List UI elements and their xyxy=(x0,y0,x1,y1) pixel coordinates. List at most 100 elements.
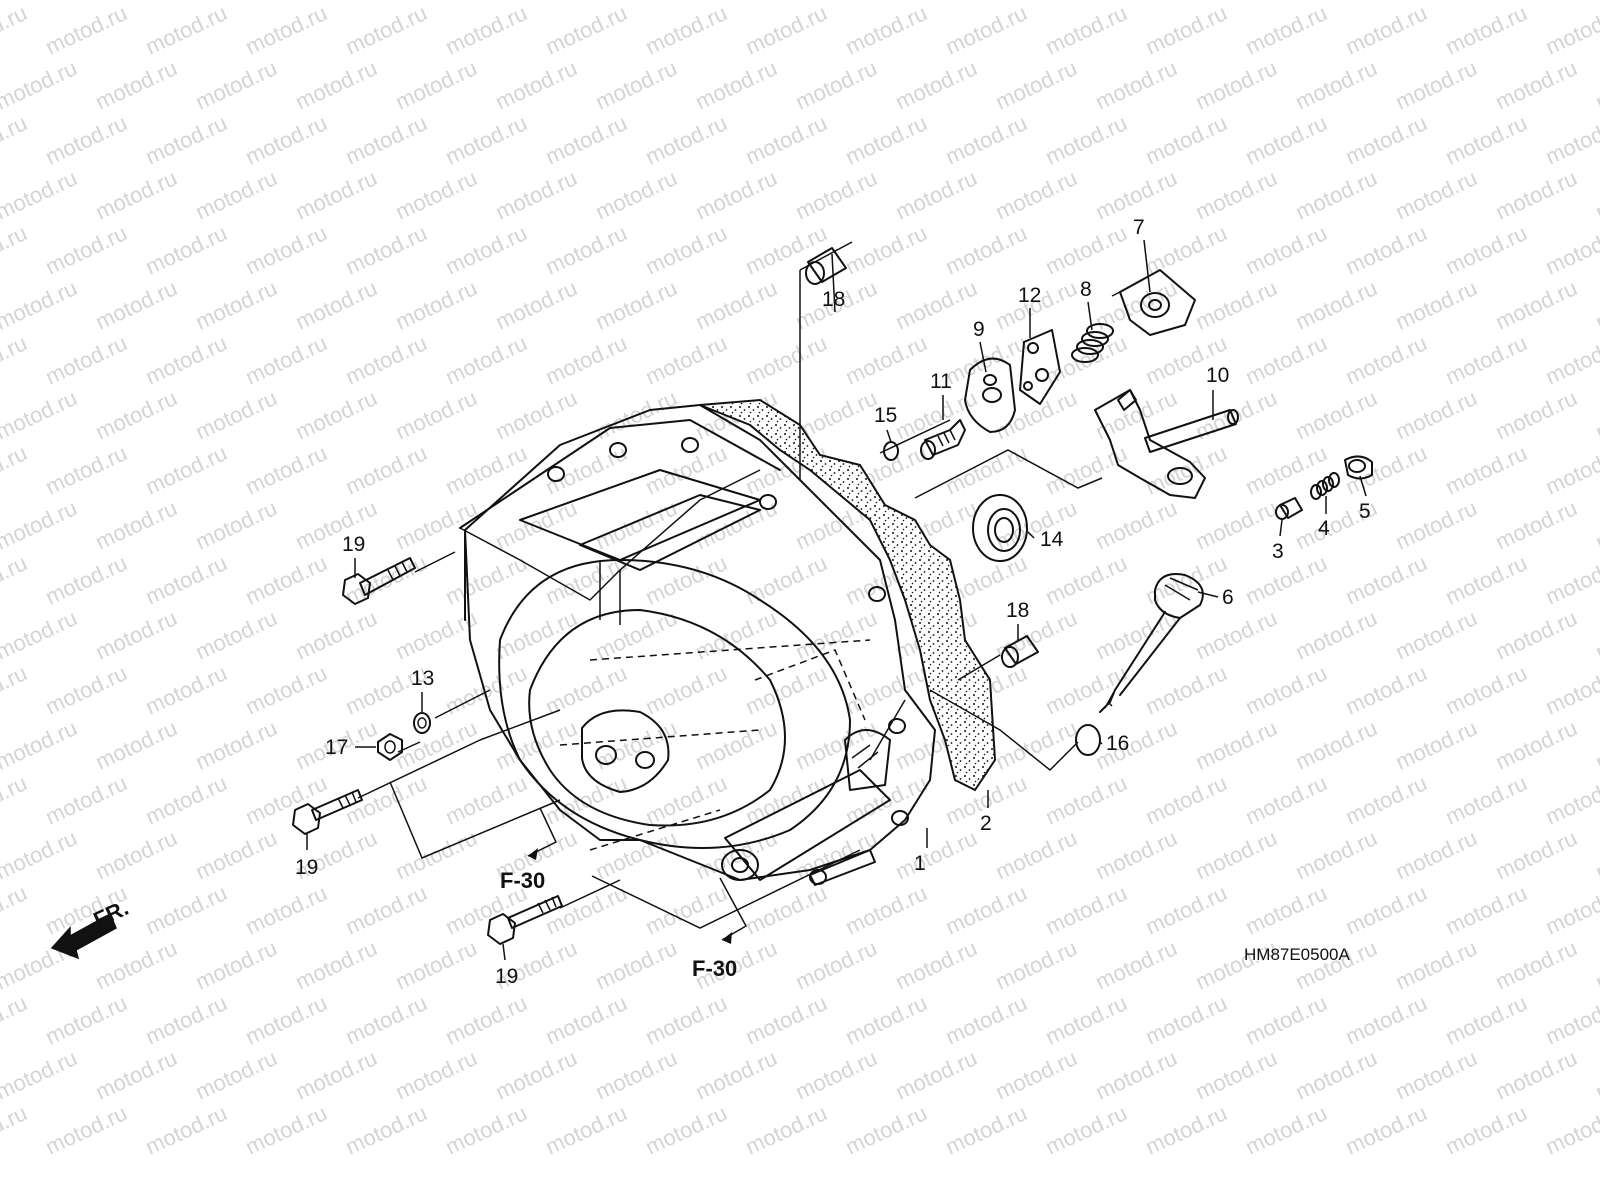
watermark-text: motod.ru xyxy=(1092,825,1181,884)
watermark-text: motod.ru xyxy=(742,220,831,279)
watermark-text: motod.ru xyxy=(1192,825,1281,884)
watermark-text: motod.ru xyxy=(0,825,81,884)
watermark-text: motod.ru xyxy=(642,110,731,169)
bracket-plate-part xyxy=(1019,329,1061,405)
watermark-text: motod.ru xyxy=(42,440,131,499)
callout-label: 19 xyxy=(495,965,518,988)
shift-shaft-part xyxy=(1094,389,1239,499)
watermark-text: motod.ru xyxy=(92,275,181,334)
watermark-text: motod.ru xyxy=(42,110,131,169)
watermark-text: motod.ru xyxy=(442,990,531,1049)
watermark-text: motod.ru xyxy=(842,110,931,169)
dowel-pin-right-part xyxy=(1001,635,1039,668)
watermark-text: motod.ru xyxy=(1342,330,1431,389)
callout-label: 19 xyxy=(295,856,318,879)
watermark-text: motod.ru xyxy=(142,440,231,499)
watermark-text: motod.ru xyxy=(1392,385,1481,444)
watermark-text: motod.ru xyxy=(42,330,131,389)
watermark-text: motod.ru xyxy=(1442,330,1531,389)
flange-bolt-lower-part xyxy=(487,895,563,945)
watermark-text: motod.ru xyxy=(742,0,831,59)
watermark-text: motod.ru xyxy=(42,770,131,829)
watermark-text: motod.ru xyxy=(892,55,981,114)
watermark-text: motod.ru xyxy=(1442,660,1531,719)
gasket-part xyxy=(699,398,997,792)
watermark-text: motod.ru xyxy=(142,220,231,279)
watermark-text: motod.ru xyxy=(692,715,781,774)
watermark-text: motod.ru xyxy=(1392,165,1481,224)
watermark-text: motod.ru xyxy=(1492,385,1581,444)
callout-label: 12 xyxy=(1018,284,1041,307)
watermark-text: motod.ru xyxy=(292,0,381,5)
watermark-text: motod.ru xyxy=(1392,1045,1481,1104)
watermark-text: motod.ru xyxy=(0,330,31,389)
watermark-text: motod.ru xyxy=(492,55,581,114)
watermark-text: motod.ru xyxy=(92,935,181,994)
stopper-plate-part xyxy=(964,357,1016,433)
watermark-text: motod.ru xyxy=(1192,275,1281,334)
watermark-text: motod.ru xyxy=(1542,0,1600,59)
front-direction-arrow-icon xyxy=(50,912,117,960)
watermark-text: motod.ru xyxy=(292,935,381,994)
watermark-text: motod.ru xyxy=(0,220,31,279)
watermark-text: motod.ru xyxy=(1592,165,1600,224)
watermark-text: motod.ru xyxy=(642,330,731,389)
diagram-code: HM87E0500A xyxy=(1244,945,1351,964)
watermark-text: motod.ru xyxy=(142,880,231,939)
watermark-text: motod.ru xyxy=(1142,220,1231,279)
watermark-text: motod.ru xyxy=(1242,770,1331,829)
watermark-text: motod.ru xyxy=(592,0,681,5)
watermark-text: motod.ru xyxy=(342,440,431,499)
watermark-text: motod.ru xyxy=(742,660,831,719)
watermark-text: motod.ru xyxy=(1392,605,1481,664)
watermark-text: motod.ru xyxy=(0,715,81,774)
watermark-text: motod.ru xyxy=(1292,605,1381,664)
watermark-text: motod.ru xyxy=(1292,275,1381,334)
watermark-text: motod.ru xyxy=(992,715,1081,774)
watermark-text: motod.ru xyxy=(242,880,331,939)
watermark-text: motod.ru xyxy=(442,660,531,719)
watermark-text: motod.ru xyxy=(742,330,831,389)
watermark-text: motod.ru xyxy=(1542,660,1600,719)
watermark-text: motod.ru xyxy=(792,55,881,114)
washer-small-part xyxy=(413,712,431,734)
watermark-text: motod.ru xyxy=(1592,385,1600,444)
watermark-text: motod.ru xyxy=(1442,990,1531,1049)
watermark-text: motod.ru xyxy=(1542,1100,1600,1159)
watermark-text: motod.ru xyxy=(1342,440,1431,499)
callout-label: 18 xyxy=(1006,599,1029,622)
watermark-text: motod.ru xyxy=(1492,935,1581,994)
watermark-text: motod.ru xyxy=(942,0,1031,59)
watermark-text: motod.ru xyxy=(42,550,131,609)
watermark-text: motod.ru xyxy=(692,605,781,664)
watermark-text: motod.ru xyxy=(1442,0,1531,59)
watermark-text: motod.ru xyxy=(1042,660,1131,719)
watermark-text: motod.ru xyxy=(992,825,1081,884)
watermark-text: motod.ru xyxy=(642,990,731,1049)
watermark-text: motod.ru xyxy=(642,1100,731,1159)
watermark-text: motod.ru xyxy=(0,385,81,444)
watermark-text: motod.ru xyxy=(1392,495,1481,554)
watermark-text: motod.ru xyxy=(292,495,381,554)
watermark-text: motod.ru xyxy=(192,825,281,884)
flange-bolt-upper-part xyxy=(342,557,416,605)
watermark-text: motod.ru xyxy=(542,0,631,59)
watermark-text: motod.ru xyxy=(0,990,31,1049)
watermark-text: motod.ru xyxy=(0,110,31,169)
watermark-text: motod.ru xyxy=(992,935,1081,994)
watermark-text: motod.ru xyxy=(1292,0,1381,5)
watermark-text: motod.ru xyxy=(1542,220,1600,279)
watermark-text: motod.ru xyxy=(1542,550,1600,609)
watermark-text: motod.ru xyxy=(0,165,81,224)
watermark-text: motod.ru xyxy=(1392,935,1481,994)
watermark-text: motod.ru xyxy=(792,165,881,224)
watermark-text: motod.ru xyxy=(142,330,231,389)
watermark-text: motod.ru xyxy=(1392,0,1481,5)
spring-part xyxy=(1071,323,1114,363)
watermark-text: motod.ru xyxy=(1042,1100,1131,1159)
watermark-text: motod.ru xyxy=(1392,715,1481,774)
watermark-text: motod.ru xyxy=(1142,1100,1231,1159)
watermark-text: motod.ru xyxy=(342,880,431,939)
watermark-text: motod.ru xyxy=(642,880,731,939)
